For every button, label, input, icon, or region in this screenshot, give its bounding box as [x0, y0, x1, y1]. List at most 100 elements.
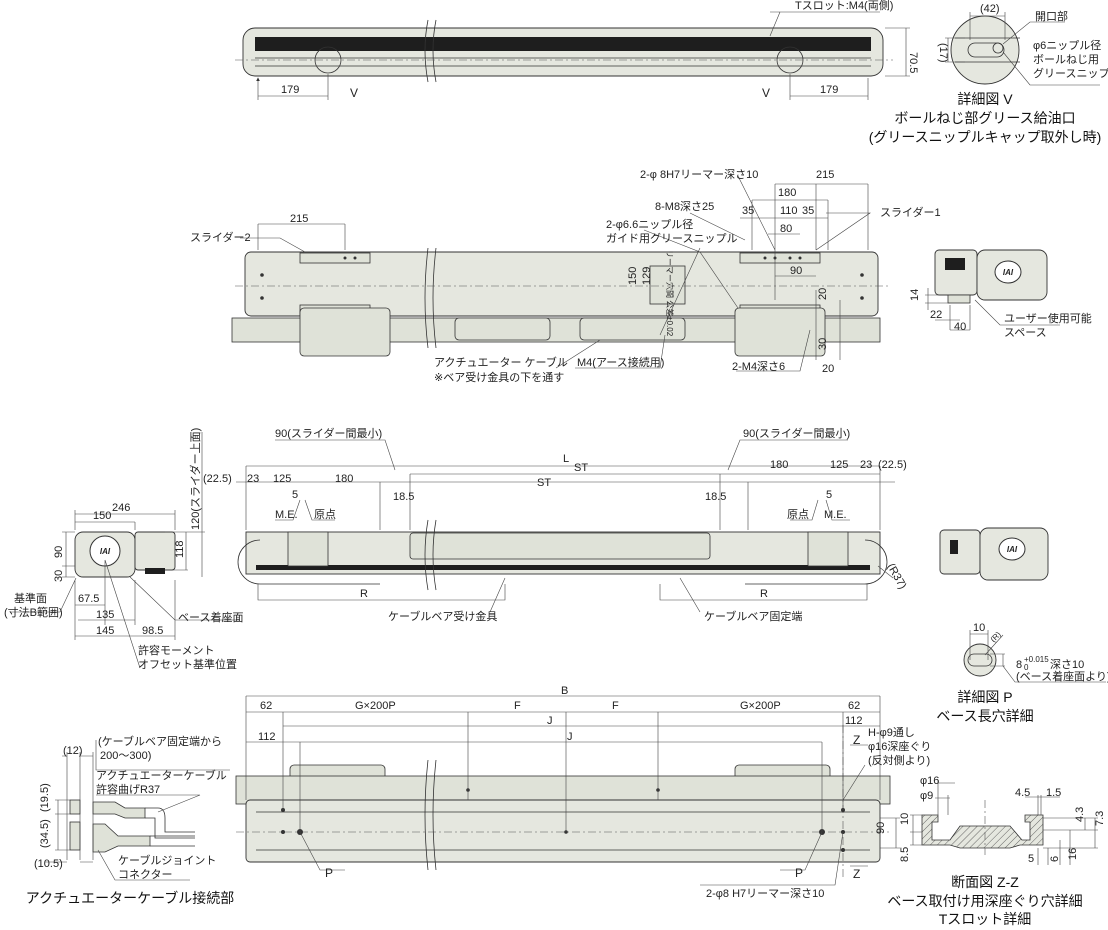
from-fixed-end-1: (ケーブルベア固定端から [98, 734, 222, 748]
tolerance-main: 8 [1016, 659, 1022, 671]
dim-10: 10 [973, 622, 985, 634]
dim-30: 30 [817, 338, 829, 350]
motor-left [299, 307, 391, 357]
detail-p: 10 (R) 8 +0.015 0 深さ10 (ベース着座面より) 詳細図 P … [936, 622, 1108, 724]
m4-depth-label: 2-M4深さ6 [732, 360, 785, 373]
actuator-body-top [242, 27, 884, 77]
motor-right [734, 307, 826, 357]
g-pitch-left: G×200P [355, 700, 396, 712]
dim-17: (17) [937, 43, 949, 63]
dim-180-right: 180 [770, 459, 788, 471]
side-view: 90(スライダー間最小) 90(スライダー間最小) L ST ST (22.5)… [203, 426, 909, 623]
dim-215-left: 215 [290, 213, 308, 225]
dim-14: 14 [909, 289, 921, 301]
dim-112-right: 112 [845, 715, 863, 727]
dim-L: L [563, 453, 569, 465]
tolerance-lower: 0 [1024, 663, 1029, 672]
dim-90: 90 [53, 546, 65, 558]
dim-8-5: 8.5 [899, 847, 911, 862]
detail-v-title: 詳細図 V [957, 91, 1013, 107]
tslot-label: Tスロット:M4(両側) [795, 0, 893, 12]
iai-logo: IAI [1003, 268, 1014, 277]
dim-6: 6 [1049, 856, 1061, 862]
dim-67-5: 67.5 [78, 593, 99, 605]
me-left: M.E. [275, 509, 298, 521]
cable-label-1: アクチュエーターケーブル [96, 768, 227, 782]
ref-surface-1: 基準面 [14, 591, 47, 605]
dim-215-right: 215 [816, 169, 834, 181]
dim-180: 180 [778, 187, 796, 199]
actuator-body-plan [244, 251, 879, 317]
dim-20-a: 20 [817, 288, 829, 300]
ref-surface-2: (寸法B範囲) [4, 605, 63, 619]
cable-label-1: アクチュエーター ケーブル [434, 355, 568, 369]
dim-1-5: 1.5 [1046, 787, 1061, 799]
origin-left: 原点 [314, 508, 336, 521]
actuator-body-bottom [245, 799, 881, 863]
dim-R-right: R [760, 588, 768, 600]
cable-connection: (12) (ケーブルベア固定端から 200〜300) アクチュエーターケーブル … [26, 734, 234, 906]
iai-logo: IAI [100, 547, 111, 556]
dim-145: 145 [96, 625, 114, 637]
dim-16: 16 [1067, 848, 1079, 860]
dim-4-5: 4.5 [1015, 787, 1030, 799]
slider-side-left [287, 531, 329, 567]
plan-view: 2-φ 8H7リーマー深さ10 215 180 8-M8深さ25 35 110 … [190, 168, 941, 384]
depth-label: 深さ10 [1050, 658, 1084, 671]
dim-180-left: 180 [335, 473, 353, 485]
detail-v-callout-right: V [762, 86, 770, 100]
dim-10-5: (10.5) [34, 858, 63, 870]
dim-70-5: 70.5 [907, 52, 919, 73]
me-right: M.E. [824, 509, 847, 521]
section-zz: φ16 φ9 4.5 1.5 10 4.3 7.3 8.5 5 6 16 断面図… [887, 775, 1106, 927]
dim-22: 22 [930, 309, 942, 321]
user-space-1: ユーザー使用可能 [1004, 311, 1092, 325]
hole-label-3: (反対側より) [868, 753, 930, 767]
nipple-label-1: φ6ニップル径 [1033, 39, 1101, 52]
dim-80: 80 [780, 223, 792, 235]
min-gap-right: 90(スライダー間最小) [743, 426, 850, 440]
dim-35-a: 35 [742, 205, 754, 217]
dim-20-b: 20 [822, 363, 834, 375]
dim-23-left: 23 [247, 473, 259, 485]
dim-R-left: R [360, 588, 368, 600]
cable-connection-title: アクチュエーターケーブル接続部 [26, 890, 234, 906]
dim-135: 135 [96, 609, 114, 621]
moment-label-1: 許容モーメント [138, 643, 215, 657]
dim-62-right: 62 [848, 700, 860, 712]
from-fixed-end-2: 200〜300) [100, 750, 151, 762]
cable-bearing-bracket [579, 317, 686, 341]
detail-p-subtitle: ベース長穴詳細 [936, 708, 1033, 724]
detail-p-callout-left: P [325, 866, 333, 880]
detail-v: (42) (17) 開口部 φ6ニップル径 ボールねじ用 グリースニップル 詳細… [869, 3, 1108, 145]
dim-5-right: 5 [826, 489, 832, 501]
dim-90: 90 [790, 265, 802, 277]
dim-18-5-right: 18.5 [705, 491, 726, 503]
slider-1 [739, 252, 821, 264]
section-zz-subtitle-2: Tスロット詳細 [939, 911, 1032, 927]
joint-label-2: コネクター [118, 868, 173, 881]
detail-p-callout-right: P [795, 866, 803, 880]
joint-label-1: ケーブルジョイント [118, 853, 216, 867]
dim-110: 110 [780, 205, 798, 217]
section-zz-subtitle-1: ベース取付け用深座ぐり穴詳細 [887, 893, 1082, 909]
m8-label: 8-M8深さ25 [655, 200, 714, 213]
dim-B: B [561, 685, 568, 697]
dim-30: 30 [53, 570, 65, 582]
iai-logo: IAI [1007, 545, 1018, 554]
phi16: φ16 [920, 775, 939, 787]
earth-label: M4(アース接続用) [577, 355, 664, 369]
phi9: φ9 [920, 790, 933, 802]
bearing-fixed-label: ケーブルベア固定端 [704, 609, 802, 623]
slider-1-label: スライダー1 [880, 205, 941, 219]
dim-35-b: 35 [802, 205, 814, 217]
detail-v-subtitle-2: (グリースニップルキャップ取外し時) [869, 129, 1102, 145]
dim-F-left: F [514, 700, 521, 712]
right-end-view: IAI [939, 527, 1049, 581]
dim-10: 10 [899, 813, 911, 825]
dim-179-right: 179 [820, 84, 838, 96]
dim-34-5: (34.5) [39, 819, 51, 848]
dim-5-left: 5 [292, 489, 298, 501]
hole-label-1: H-φ9通し [868, 726, 915, 739]
moment-label-2: オフセット基準位置 [138, 657, 237, 671]
